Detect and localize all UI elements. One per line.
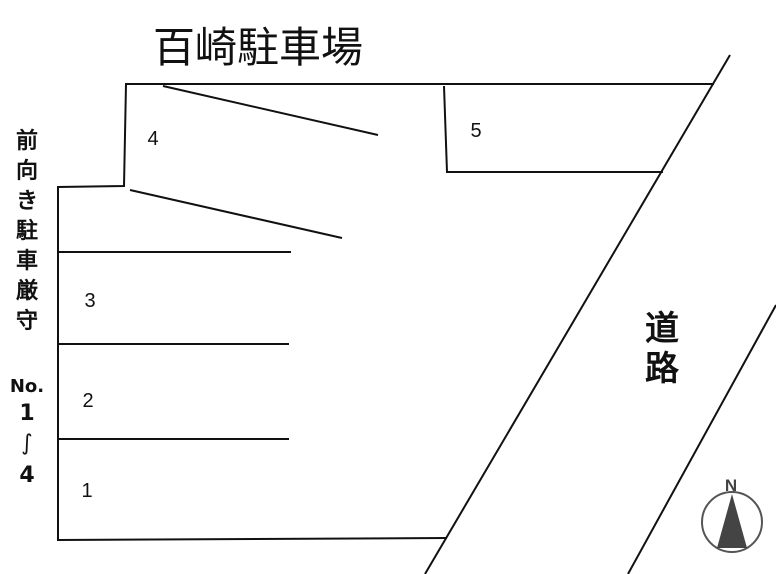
svg-text:守: 守	[16, 308, 38, 334]
svg-text:厳: 厳	[16, 278, 39, 304]
space-2-label: 2	[82, 390, 93, 412]
space-5-outline	[443, 85, 663, 173]
space-4-divider-top	[162, 85, 379, 136]
road-edge-left	[424, 54, 731, 574]
svg-text:き: き	[16, 189, 38, 214]
lot-outline	[57, 54, 776, 574]
svg-text:4: 4	[19, 463, 34, 488]
svg-text:向: 向	[16, 158, 38, 184]
forward-parking-notice: 前 向 き 駐 車 厳 守 No. 1 ∫ 4	[10, 128, 44, 488]
space-4-label: 4	[147, 128, 158, 150]
svg-text:1: 1	[19, 401, 34, 426]
svg-text:∫: ∫	[21, 431, 32, 456]
road-label-1: 道	[645, 309, 679, 349]
map-title: 百崎駐車場	[153, 23, 363, 72]
svg-text:車: 車	[16, 249, 38, 274]
svg-text:前: 前	[16, 128, 38, 154]
space-5-label: 5	[470, 120, 481, 142]
compass-north-label: N	[725, 476, 737, 495]
road-label-2: 路	[645, 349, 680, 389]
north-compass-icon: N	[701, 476, 763, 553]
space-4-divider-bottom	[129, 189, 343, 239]
svg-text:駐: 駐	[16, 218, 38, 244]
space-1-label: 1	[81, 480, 92, 502]
road-edge-right	[627, 304, 776, 574]
space-3-label: 3	[84, 290, 95, 312]
svg-text:No.: No.	[10, 376, 44, 397]
